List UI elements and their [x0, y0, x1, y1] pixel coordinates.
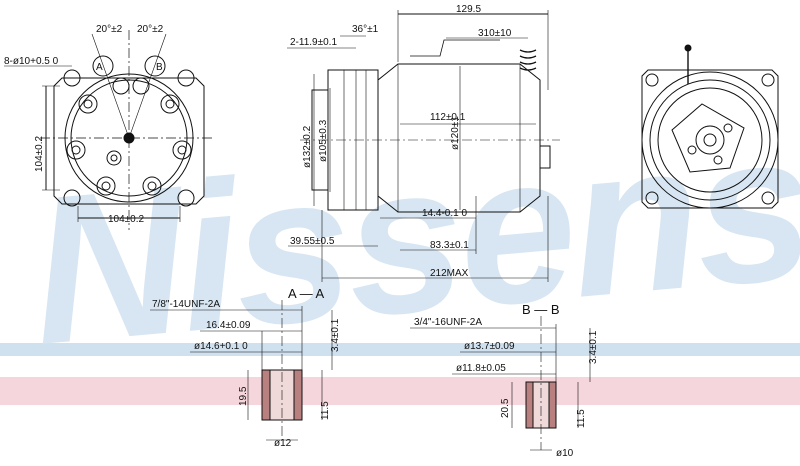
front-port-a: A	[96, 62, 103, 73]
aa-thread: 7/8"-14UNF-2A	[152, 299, 220, 310]
bb-d3: 3.4±0.1	[588, 330, 599, 364]
side-d5: 39.55±0.5	[290, 236, 335, 247]
side-diam2: ø105±0.3	[318, 119, 329, 162]
front-width-dim: 104±0.2	[108, 214, 145, 225]
section-aa	[150, 300, 333, 441]
watermark-blue-band	[0, 343, 800, 356]
aa-d6: ø12	[274, 438, 292, 449]
side-d6: 83.3±0.1	[430, 240, 469, 251]
bb-d5: 11.5	[576, 409, 587, 428]
bb-d4: 20.5	[500, 398, 511, 418]
front-port-b: B	[156, 62, 163, 73]
watermark: Nissens	[0, 87, 800, 405]
front-angle-right: 20°±2	[137, 24, 164, 35]
side-d2: 310±10	[478, 28, 512, 39]
section-bb	[410, 316, 591, 451]
side-d7: 212MAX	[430, 268, 469, 279]
side-d1: 2-11.9±0.1	[290, 37, 337, 48]
aa-d5: 11.5	[320, 401, 331, 420]
front-bolt-spec: 8-ø10+0.5 0	[4, 56, 59, 67]
aa-d3: 3.4±0.1	[330, 318, 341, 352]
aa-d2: ø14.6+0.1 0	[194, 341, 248, 352]
side-diam3: ø120±1	[450, 116, 461, 150]
bb-thread: 3/4"-16UNF-2A	[414, 317, 482, 328]
side-d4: 14.4-0.1 0	[422, 208, 467, 219]
side-view	[287, 10, 560, 282]
bb-title: B — B	[522, 302, 560, 317]
side-angle: 36°±1	[352, 24, 379, 35]
aa-title: A — A	[288, 286, 324, 301]
front-view	[4, 30, 215, 230]
bolt-pattern	[66, 94, 192, 196]
aa-d4: 19.5	[238, 386, 249, 406]
front-height-dim: 104±0.2	[34, 135, 45, 172]
side-d3: 112±0.1	[430, 112, 466, 123]
bb-d1: ø13.7±0.09	[464, 341, 515, 352]
bb-d2: ø11.8±0.05	[456, 363, 506, 374]
side-total-len: 129.5	[456, 4, 481, 15]
rear-view	[641, 44, 779, 209]
side-diam1: ø132±0.2	[302, 125, 313, 168]
front-angle-left: 20°±2	[96, 24, 123, 35]
aa-d1: 16.4±0.09	[206, 320, 251, 331]
bb-d6: ø10	[556, 448, 574, 459]
watermark-pink-band	[0, 377, 800, 405]
